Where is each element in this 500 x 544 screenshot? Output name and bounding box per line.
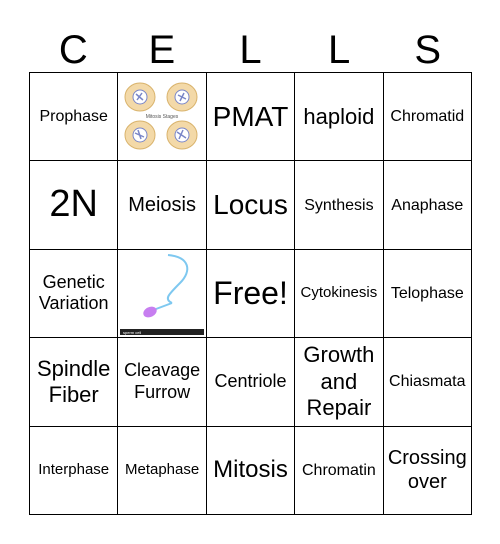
bingo-cell[interactable]: Chromatid (383, 73, 472, 162)
cell-text: Interphase (38, 461, 110, 479)
sperm-tail (166, 254, 189, 305)
cell-text: Free! (213, 275, 288, 312)
bingo-cell[interactable]: Cleavage Furrow (118, 338, 207, 427)
bingo-cell[interactable]: Synthesis (295, 161, 384, 250)
cell-text: Mitosis (213, 455, 288, 483)
bingo-cell[interactable]: Meiosis (118, 161, 207, 250)
bingo-cell-image[interactable]: Mitosis Stages (118, 73, 207, 162)
bingo-cell[interactable]: PMAT (206, 73, 296, 162)
cell-stage-4 (166, 120, 198, 150)
bingo-board: Prophase Mitosi (29, 72, 472, 515)
cell-division-stages-image: Mitosis Stages (120, 74, 205, 159)
cell-stage-1 (124, 82, 156, 112)
image-label: sperm cell (123, 330, 141, 335)
bingo-cell[interactable]: Crossing over (383, 426, 472, 515)
header-letter-s: S (414, 28, 442, 72)
cell-text: Centriole (214, 371, 287, 392)
cell-text: Chromatid (390, 108, 465, 126)
header-letter-c: C (58, 28, 88, 72)
bingo-cell-free[interactable]: Free! (206, 249, 296, 339)
cell-text: Synthesis (304, 196, 374, 214)
cell-text: Cytokinesis (300, 284, 378, 302)
header-letter-l2: L (327, 28, 351, 72)
cell-text: Meiosis (128, 194, 196, 217)
bingo-cell[interactable]: Growth and Repair (295, 338, 384, 427)
image-caption: Mitosis Stages (146, 114, 179, 120)
bingo-cell[interactable]: Locus (206, 161, 296, 250)
cell-text: Chiasmata (389, 373, 466, 391)
header-letter-e: E (148, 28, 176, 72)
sperm-cell-image: sperm cell (120, 251, 205, 336)
bingo-cell[interactable]: Cytokinesis (295, 249, 384, 339)
cell-text: PMAT (212, 100, 289, 132)
cell-text: Crossing over (387, 447, 467, 494)
bingo-cell[interactable]: Spindle Fiber (30, 338, 119, 427)
bingo-cell[interactable]: Genetic Variation (30, 249, 119, 339)
bingo-cell[interactable]: Centriole (206, 338, 296, 427)
bingo-cell-image[interactable]: sperm cell (118, 249, 207, 339)
cell-text: Spindle Fiber (36, 355, 111, 407)
bingo-cell[interactable]: Interphase (30, 426, 119, 515)
cell-text: Telophase (390, 284, 464, 302)
cell-text: 2N (49, 183, 98, 226)
cell-text: Genetic Variation (38, 271, 109, 314)
cell-text: Locus (213, 189, 288, 221)
bingo-cell[interactable]: Chromatin (295, 426, 384, 515)
bingo-cell[interactable]: Chiasmata (383, 338, 472, 427)
cell-stage-3 (124, 120, 156, 150)
bingo-cell[interactable]: Prophase (30, 73, 119, 162)
cell-text: haploid (303, 103, 375, 129)
bingo-cell[interactable]: Anaphase (383, 161, 472, 250)
header-letter-l1: L (239, 28, 262, 72)
cell-text: Chromatin (301, 461, 376, 479)
bingo-cell[interactable]: Mitosis (206, 426, 296, 515)
bingo-cell[interactable]: Metaphase (118, 426, 207, 515)
cell-text: Growth and Repair (303, 342, 375, 421)
bingo-header: C E L L S (29, 28, 472, 72)
cell-text: Anaphase (391, 196, 464, 214)
cell-stage-2 (166, 82, 198, 112)
bingo-cell[interactable]: haploid (295, 73, 384, 162)
cell-text: Prophase (39, 108, 108, 126)
bingo-cell[interactable]: Telophase (383, 249, 472, 339)
cell-text: Cleavage Furrow (124, 360, 201, 402)
bingo-cell[interactable]: 2N (30, 161, 119, 250)
cell-text: Metaphase (124, 461, 200, 479)
sperm-head (143, 307, 157, 318)
